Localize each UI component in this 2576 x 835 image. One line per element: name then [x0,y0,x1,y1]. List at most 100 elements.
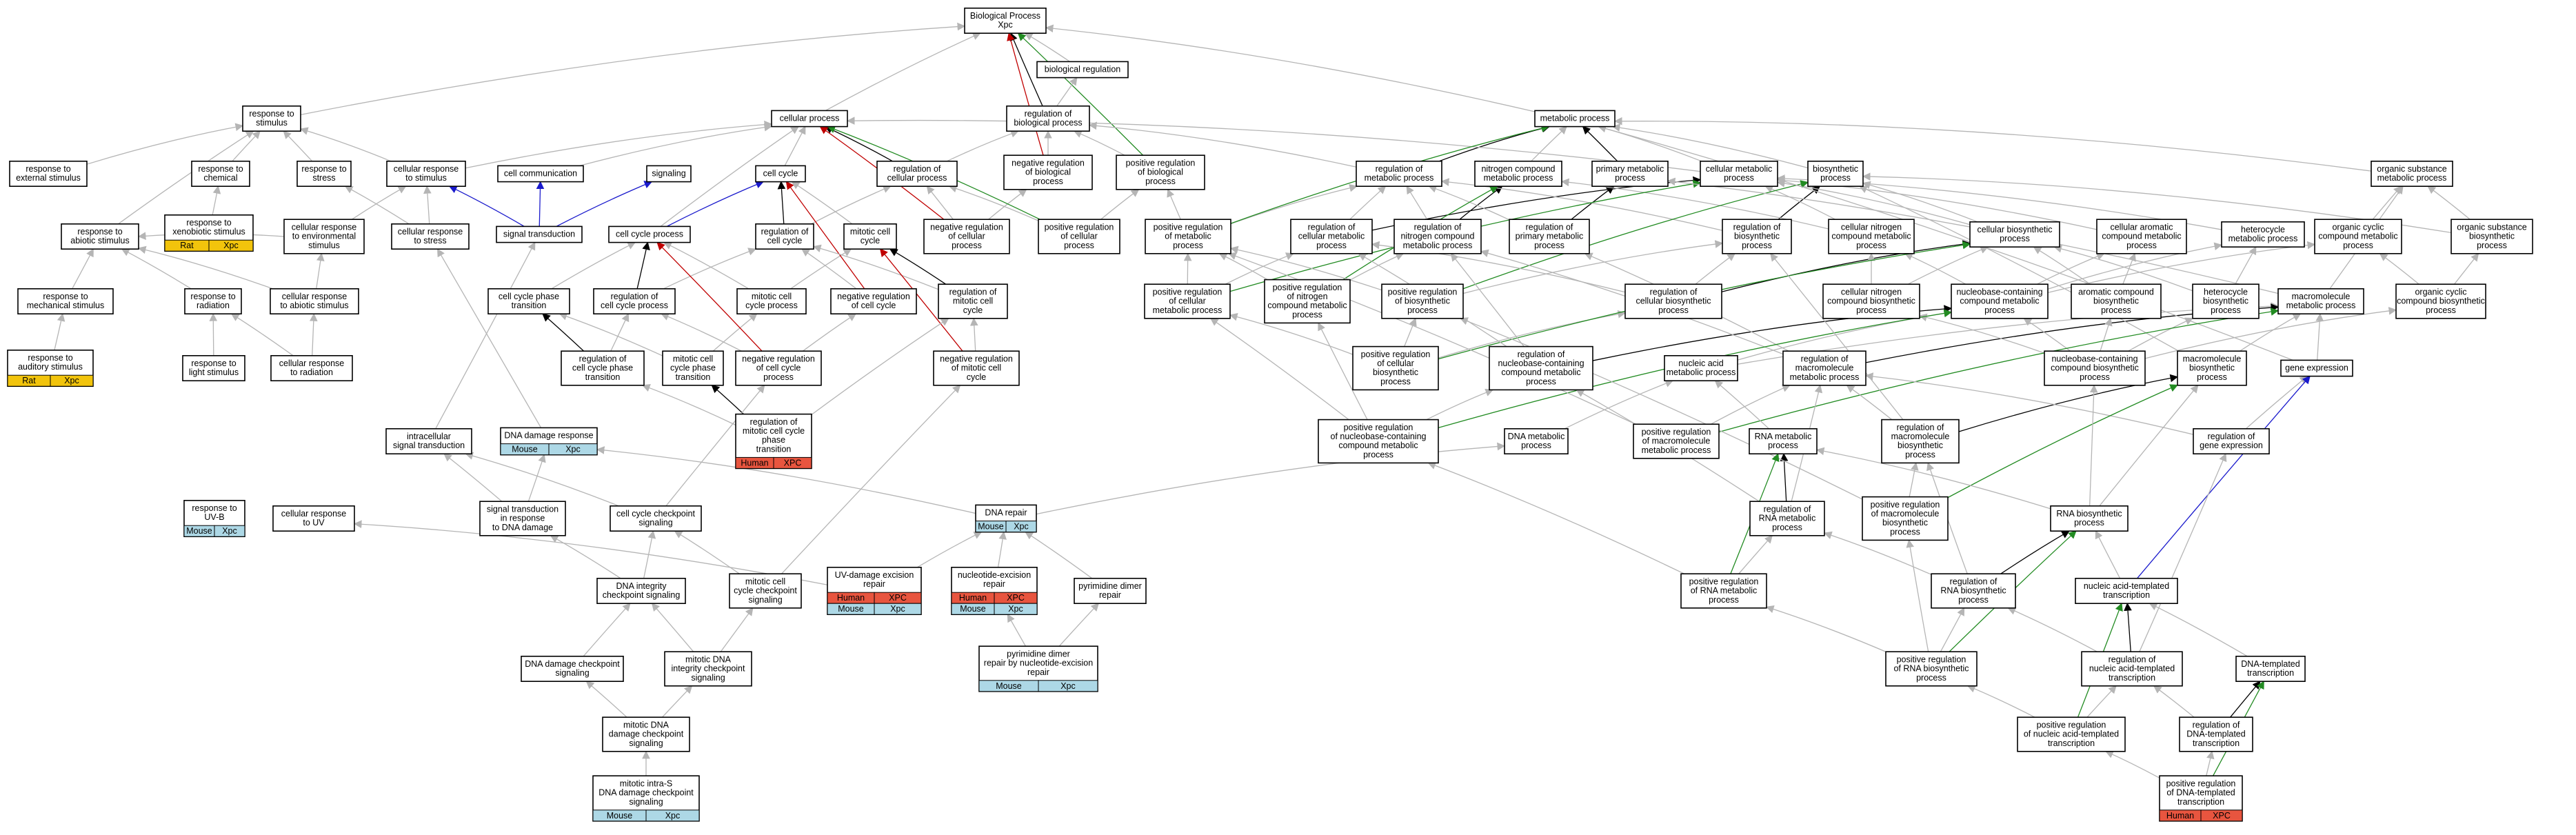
go-term-cellcycle[interactable]: cell cycle [755,165,806,183]
go-term-regnucbase[interactable]: regulation ofnucleobase-containingcompou… [1489,345,1593,391]
go-term-geneexpr[interactable]: gene expression [2280,359,2353,377]
go-term-cellcycleproc[interactable]: cell cycle process [608,225,691,243]
go-term-metproc[interactable]: metabolic process [1534,110,1616,128]
go-term-cellcomm[interactable]: cell communication [497,165,584,183]
go-term-biolreg[interactable]: biological regulation [1036,61,1129,79]
go-term-cellproc[interactable]: cellular process [771,110,848,128]
go-term-signaling[interactable]: signaling [646,165,692,183]
go-term-regmacrobio[interactable]: regulation ofmacromoleculebiosyntheticpr… [1881,419,1960,464]
